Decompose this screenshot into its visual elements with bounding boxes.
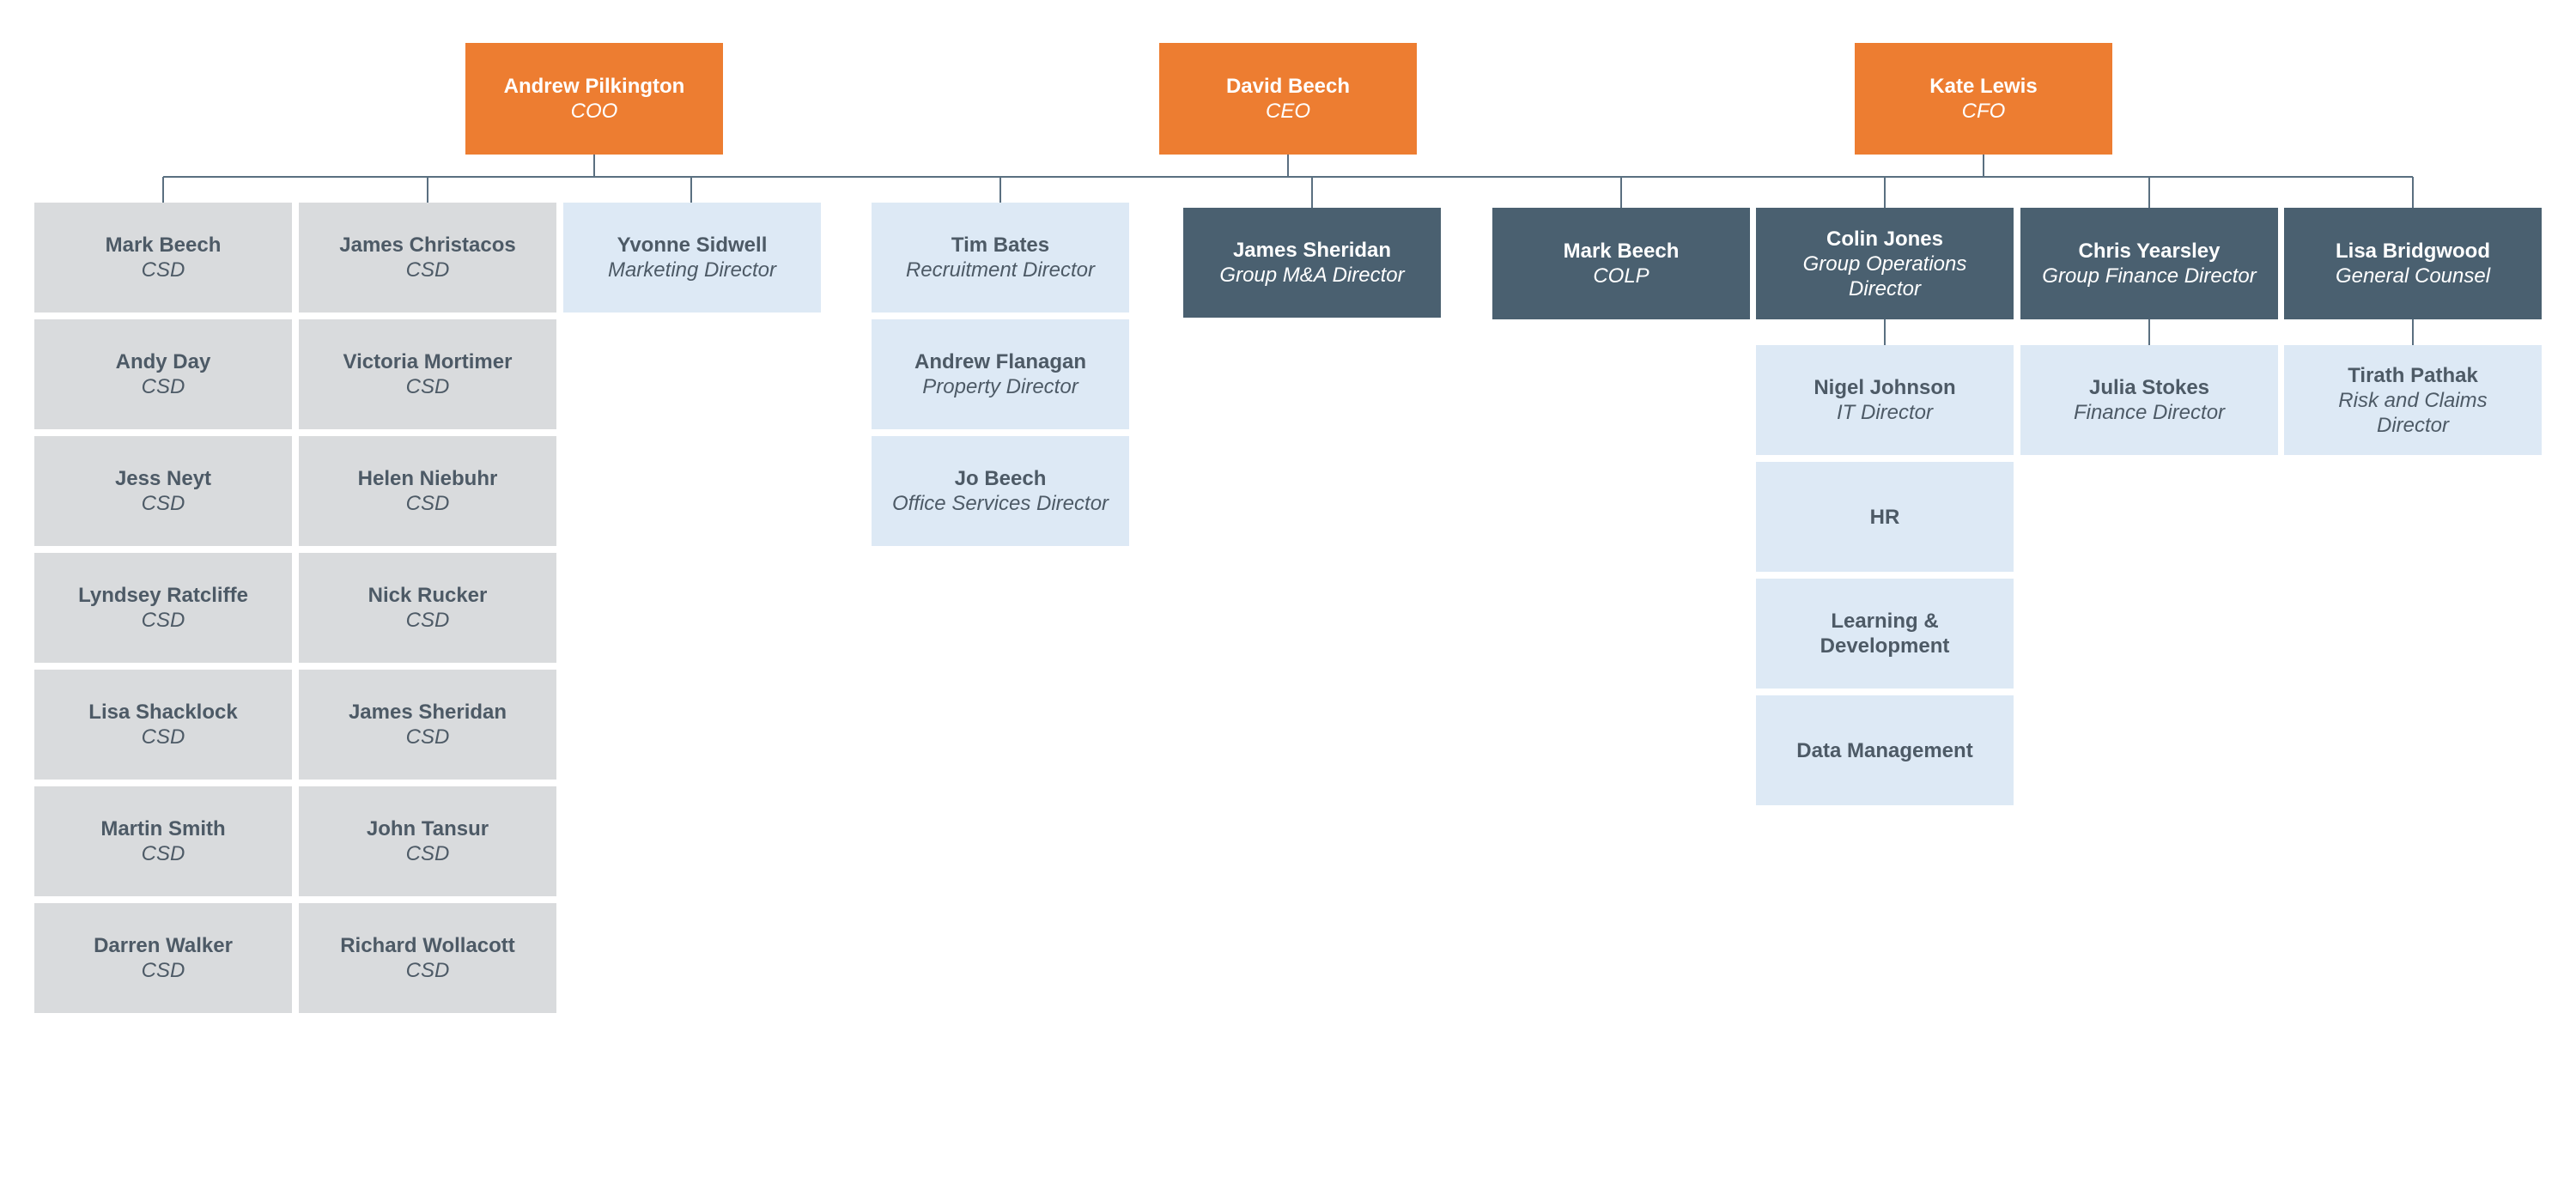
person-role: COLP (1593, 264, 1649, 288)
person-name: Tim Bates (951, 234, 1050, 257)
data-management-box: Data Management (1756, 695, 2014, 805)
person-role: Risk and Claims Director (2338, 388, 2488, 437)
person-role: CSD (141, 609, 185, 632)
exec-coo-role: COO (570, 100, 618, 123)
exec-cfo-box: Kate Lewis CFO (1855, 43, 2112, 155)
person-role: CSD (405, 492, 450, 515)
property-director-box: Andrew Flanagan Property Director (872, 319, 1129, 429)
person-name: Jess Neyt (114, 467, 212, 490)
exec-cfo-name: Kate Lewis (1929, 75, 2038, 98)
hr-box: HR (1756, 462, 2014, 572)
person-name: Darren Walker (94, 934, 233, 957)
person-name: James Sheridan (348, 701, 507, 724)
person-role: CSD (405, 375, 450, 398)
person-role: Property Director (922, 375, 1078, 398)
person-name: James Sheridan (1232, 239, 1392, 262)
person-role: CSD (405, 959, 450, 982)
group-finance-director-box: Chris Yearsley Group Finance Director (2020, 208, 2278, 319)
person-role: Office Services Director (891, 492, 1109, 515)
csd-box: John Tansur CSD (299, 786, 556, 896)
person-name: James Christacos (339, 234, 516, 257)
exec-coo-box: Andrew Pilkington COO (465, 43, 723, 155)
recruitment-director-box: Tim Bates Recruitment Director (872, 203, 1129, 312)
general-counsel-box: Lisa Bridgwood General Counsel (2284, 208, 2542, 319)
csd-box: James Sheridan CSD (299, 670, 556, 780)
person-role: CSD (141, 959, 185, 982)
finance-director-box: Julia Stokes Finance Director (2020, 345, 2278, 455)
person-role: General Counsel (2335, 264, 2491, 288)
exec-coo-name: Andrew Pilkington (503, 75, 685, 98)
csd-box: Helen Niebuhr CSD (299, 436, 556, 546)
exec-ceo-role: CEO (1265, 100, 1310, 123)
department-name: Learning & Development (1820, 610, 1950, 658)
person-name: Yvonne Sidwell (617, 234, 768, 257)
csd-box: Nick Rucker CSD (299, 553, 556, 663)
csd-box: Martin Smith CSD (34, 786, 292, 896)
person-role: Group M&A Director (1219, 264, 1405, 287)
person-name: Mark Beech (105, 234, 222, 257)
person-name: Andy Day (115, 350, 211, 373)
csd-box: James Christacos CSD (299, 203, 556, 312)
person-name: Nick Rucker (368, 584, 488, 607)
person-role: CSD (141, 725, 185, 749)
csd-box: Jess Neyt CSD (34, 436, 292, 546)
csd-box: Lyndsey Ratcliffe CSD (34, 553, 292, 663)
department-name: HR (1869, 505, 1900, 529)
person-name: Chris Yearsley (2078, 240, 2221, 263)
csd-box: Mark Beech CSD (34, 203, 292, 312)
person-role: CSD (405, 258, 450, 282)
person-role: Group Finance Director (2042, 264, 2257, 288)
person-name: Andrew Flanagan (914, 350, 1087, 373)
person-role: IT Director (1836, 401, 1933, 424)
person-name: Mark Beech (1563, 240, 1680, 263)
csd-box: Darren Walker CSD (34, 903, 292, 1013)
marketing-director-box: Yvonne Sidwell Marketing Director (563, 203, 821, 312)
person-role: Marketing Director (607, 258, 777, 282)
person-name: Nigel Johnson (1814, 376, 1956, 399)
person-role: CSD (405, 725, 450, 749)
person-name: Richard Wollacott (340, 934, 515, 957)
person-name: Victoria Mortimer (343, 350, 513, 373)
person-name: Lyndsey Ratcliffe (78, 584, 248, 607)
exec-cfo-role: CFO (1961, 100, 2006, 123)
it-director-box: Nigel Johnson IT Director (1756, 345, 2014, 455)
department-name: Data Management (1796, 738, 1973, 762)
csd-box: Lisa Shacklock CSD (34, 670, 292, 780)
person-name: Colin Jones (1826, 227, 1944, 251)
person-name: Julia Stokes (2088, 376, 2210, 399)
learning-development-box: Learning & Development (1756, 579, 2014, 689)
csd-box: Richard Wollacott CSD (299, 903, 556, 1013)
person-role: Group Operations Director (1802, 252, 1967, 300)
exec-ceo-name: David Beech (1225, 75, 1351, 98)
person-role: CSD (405, 609, 450, 632)
person-role: CSD (141, 842, 185, 865)
person-name: Helen Niebuhr (357, 467, 498, 490)
person-name: Jo Beech (954, 467, 1047, 490)
person-role: CSD (141, 375, 185, 398)
person-role: Recruitment Director (905, 258, 1096, 282)
office-services-director-box: Jo Beech Office Services Director (872, 436, 1129, 546)
group-operations-director-box: Colin Jones Group Operations Director (1756, 208, 2014, 319)
person-role: CSD (405, 842, 450, 865)
person-name: Lisa Bridgwood (2336, 240, 2490, 263)
exec-ceo-box: David Beech CEO (1159, 43, 1417, 155)
ma-director-box: James Sheridan Group M&A Director (1183, 208, 1441, 318)
person-name: Lisa Shacklock (88, 701, 238, 724)
person-role: CSD (141, 258, 185, 282)
person-role: Finance Director (2073, 401, 2226, 424)
risk-claims-director-box: Tirath Pathak Risk and Claims Director (2284, 345, 2542, 455)
csd-box: Victoria Mortimer CSD (299, 319, 556, 429)
csd-box: Andy Day CSD (34, 319, 292, 429)
person-name: Martin Smith (100, 817, 226, 840)
colp-box: Mark Beech COLP (1492, 208, 1750, 319)
person-name: John Tansur (366, 817, 489, 840)
person-role: CSD (141, 492, 185, 515)
person-name: Tirath Pathak (2348, 363, 2478, 387)
